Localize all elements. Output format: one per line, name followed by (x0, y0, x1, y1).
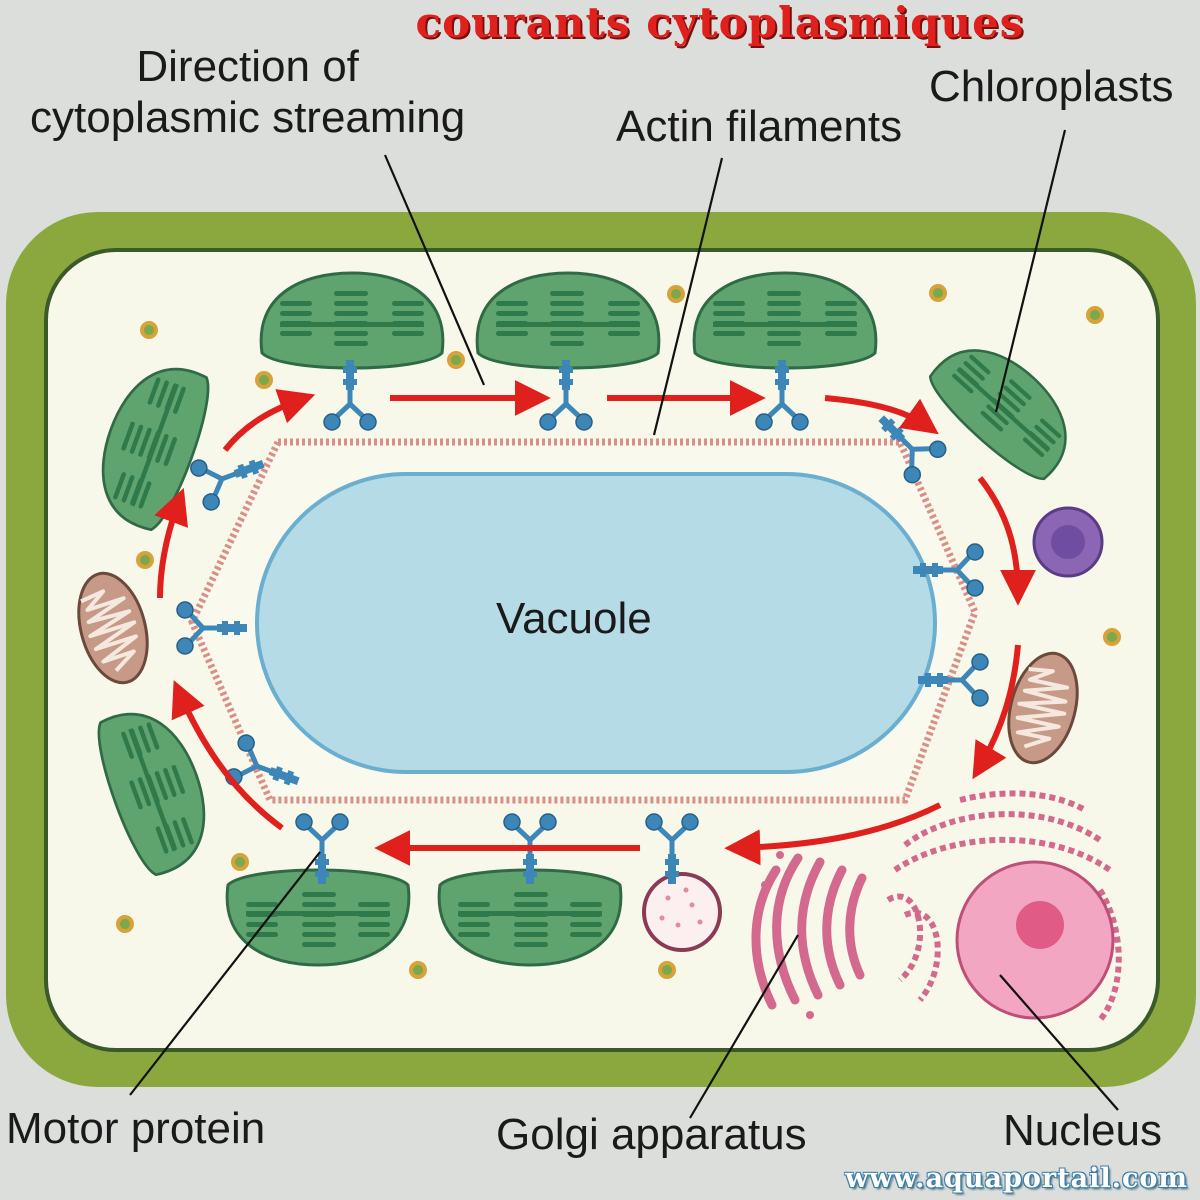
label-motor-protein: Motor protein (6, 1104, 266, 1153)
streaming-arrows (154, 380, 1036, 866)
diagram-title: courants cytoplasmiques (415, 0, 1025, 47)
label-direction-line1: Direction of (136, 42, 359, 91)
vacuole (255, 472, 937, 774)
label-direction-line2: cytoplasmic streaming (30, 92, 466, 142)
label-chloroplasts: Chloroplasts (929, 62, 1174, 111)
label-direction-of-streaming: Direction of cytoplasmic streaming (30, 42, 465, 143)
endoplasmic-reticulum (886, 790, 1122, 1022)
leader-lines (129, 129, 1119, 1119)
label-vacuole: Vacuole (496, 594, 652, 643)
label-actin-filaments: Actin filaments (616, 102, 903, 151)
granules (116, 284, 1121, 979)
label-golgi-apparatus: Golgi apparatus (496, 1110, 807, 1159)
vesicle-dots (659, 887, 703, 928)
label-nucleus: Nucleus (1003, 1106, 1162, 1155)
nucleolus (1016, 901, 1064, 949)
vesicle (642, 872, 722, 952)
watermark: www.aquaportail.com (845, 1163, 1188, 1194)
vesicle-core (1051, 525, 1085, 559)
